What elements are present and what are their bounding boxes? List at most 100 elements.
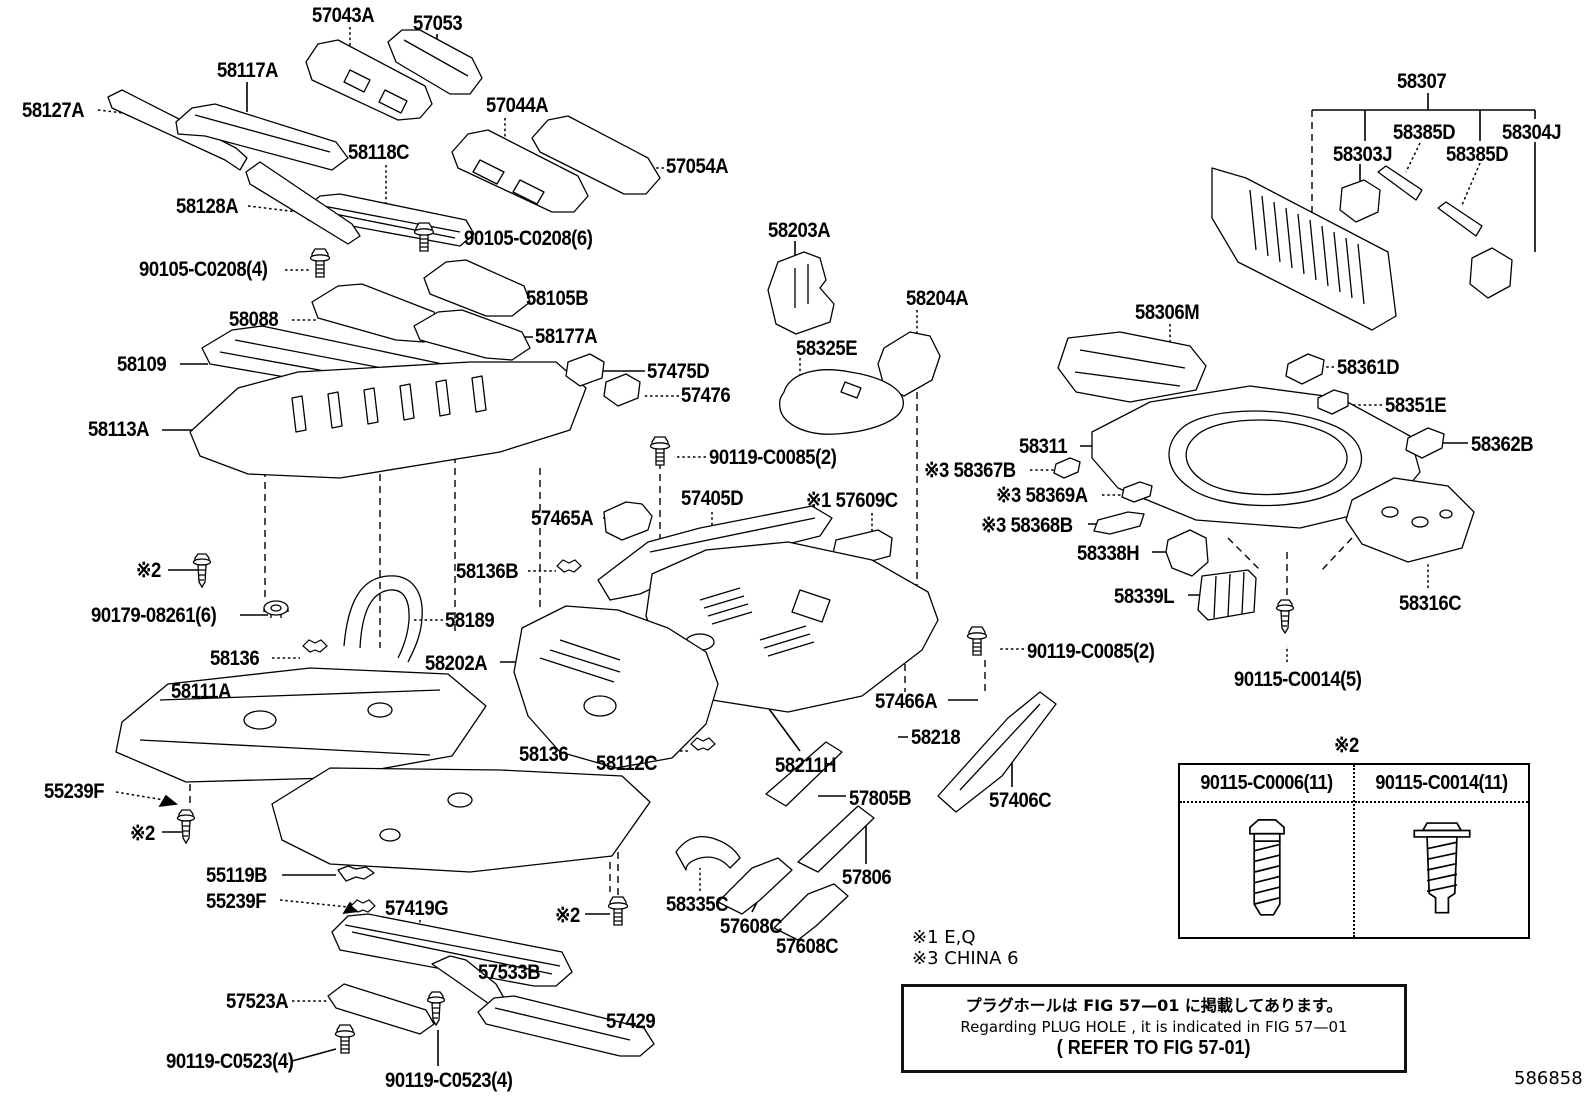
part-number-label: 57044A — [486, 94, 549, 117]
part-number-label: 58189 — [445, 609, 495, 632]
part-number-label: 90119-C0085(2) — [1027, 640, 1155, 663]
part-number-label: 58128A — [176, 195, 239, 218]
note-label: ※1 E,Q — [912, 927, 976, 948]
bolt-icon — [309, 248, 331, 278]
part-number-label: ※2 — [136, 559, 161, 582]
part-number-label: 58136B — [456, 560, 519, 583]
part-number-label: 55239F — [44, 780, 105, 803]
part-57054A — [531, 115, 661, 195]
note-line-japanese: プラグホールは FIG 57—01 に掲載してあります。 — [965, 996, 1343, 1015]
part-number-label: 58303J — [1333, 143, 1393, 166]
part-58367B — [1053, 457, 1081, 479]
part-number-label: 58105B — [526, 287, 589, 310]
part-number-label: 58362B — [1471, 433, 1534, 456]
part-number-label: ※3 58367B — [924, 459, 1016, 482]
part-number-label: 57043A — [312, 4, 375, 27]
part-58335C — [675, 835, 741, 871]
part-number-label: ※2 — [130, 822, 155, 845]
part-number-label: 58088 — [229, 308, 279, 331]
part-number-label: 58203A — [768, 219, 831, 242]
fastener-part-number: 90115-C0014(11) — [1355, 765, 1528, 803]
part-number-label: 58109 — [117, 353, 167, 376]
clip-icon — [556, 559, 582, 573]
part-number-label: 58136 — [519, 743, 569, 766]
part-number-label: 90105-C0208(4) — [139, 258, 268, 281]
part-number-label: 57475D — [647, 360, 710, 383]
part-58306M — [1057, 331, 1207, 403]
screw-c0014-icon — [1412, 822, 1471, 914]
part-number-label: 57429 — [606, 1010, 656, 1033]
part-number-label: 57419G — [385, 897, 449, 920]
part-58105B — [423, 259, 531, 317]
part-58361D — [1285, 353, 1325, 385]
part-number-label: 58316C — [1399, 592, 1462, 615]
part-number-label: 55119B — [206, 864, 268, 887]
bolt-icon — [607, 896, 629, 926]
part-58362B — [1405, 427, 1445, 459]
part-number-label: 58385D — [1393, 121, 1456, 144]
note-line-english: Regarding PLUG HOLE , it is indicated in… — [960, 1018, 1348, 1036]
part-57476 — [603, 373, 641, 407]
part-number-label: ※3 58368B — [981, 514, 1073, 537]
plug-hole-note-box: プラグホールは FIG 57—01 に掲載してあります。 Regarding P… — [901, 984, 1407, 1073]
figure-number: 586858 — [1514, 1068, 1583, 1089]
part-number-label: 58335C — [666, 893, 729, 916]
part-number-label: 90105-C0208(6) — [464, 227, 593, 250]
part-58204A — [877, 331, 941, 397]
part-57465A — [603, 501, 653, 541]
part-57044A — [451, 129, 589, 213]
part-57608C-b — [773, 883, 849, 941]
note-label: ※3 CHINA 6 — [912, 948, 1019, 969]
part-number-label: 58177A — [535, 325, 598, 348]
bolt-icon — [649, 436, 671, 466]
part-58338H — [1165, 529, 1209, 577]
part-number-label: 57805B — [849, 787, 912, 810]
part-58189 — [343, 575, 423, 663]
table-note: ※2 — [1334, 734, 1359, 757]
part-number-label: 90115-C0014(5) — [1234, 668, 1362, 691]
part-number-label: 58325E — [796, 337, 858, 360]
part-57523A — [327, 983, 435, 1035]
part-58113A — [189, 361, 587, 479]
part-number-label: 90179-08261(6) — [91, 604, 217, 627]
part-number-label: 58361D — [1337, 356, 1400, 379]
part-58304J — [1469, 247, 1513, 299]
part-number-label: 57465A — [531, 507, 594, 530]
part-number-label: 58112C — [596, 752, 658, 775]
fastener-reference-table: 90115-C0006(11) 90115-C0014(11) — [1178, 763, 1530, 939]
part-number-label: 58307 — [1397, 70, 1447, 93]
fastener-column: 90115-C0014(11) — [1353, 765, 1528, 937]
part-58177A — [413, 309, 531, 361]
clip-icon — [690, 737, 716, 751]
bolt-icon — [334, 1024, 356, 1054]
part-58351E — [1317, 389, 1349, 415]
part-number-label: 58118C — [348, 141, 410, 164]
part-number-label: 57406C — [989, 789, 1052, 812]
part-number-label: 55239F — [206, 890, 267, 913]
part-number-label: 57533B — [478, 961, 541, 984]
part-number-label: 57405D — [681, 487, 744, 510]
part-number-label: 58136 — [210, 647, 260, 670]
part-number-label: 57806 — [842, 866, 892, 889]
part-number-label: 90119-C0523(4) — [385, 1069, 513, 1092]
part-number-label: 58311 — [1019, 435, 1068, 458]
part-57475D — [565, 353, 605, 387]
part-number-label: 58306M — [1135, 301, 1200, 324]
part-57608C-a — [717, 857, 793, 915]
screw-illustration — [1355, 803, 1528, 937]
part-number-label: 58218 — [911, 726, 961, 749]
part-number-label: 57053 — [413, 12, 463, 35]
part-number-label: 57466A — [875, 690, 938, 713]
note-line-refer: ( REFER TO FIG 57-01) — [1057, 1037, 1251, 1059]
part-number-label: 90119-C0523(4) — [166, 1050, 294, 1073]
part-number-label: 58351E — [1385, 394, 1447, 417]
part-number-label: 57608C — [720, 915, 783, 938]
part-number-label: 58338H — [1077, 542, 1140, 565]
screw-illustration — [1180, 803, 1353, 937]
part-number-label: ※2 — [555, 904, 580, 927]
part-number-label: 57608C — [776, 935, 839, 958]
part-58369A — [1121, 481, 1153, 503]
part-58203A — [767, 251, 835, 335]
